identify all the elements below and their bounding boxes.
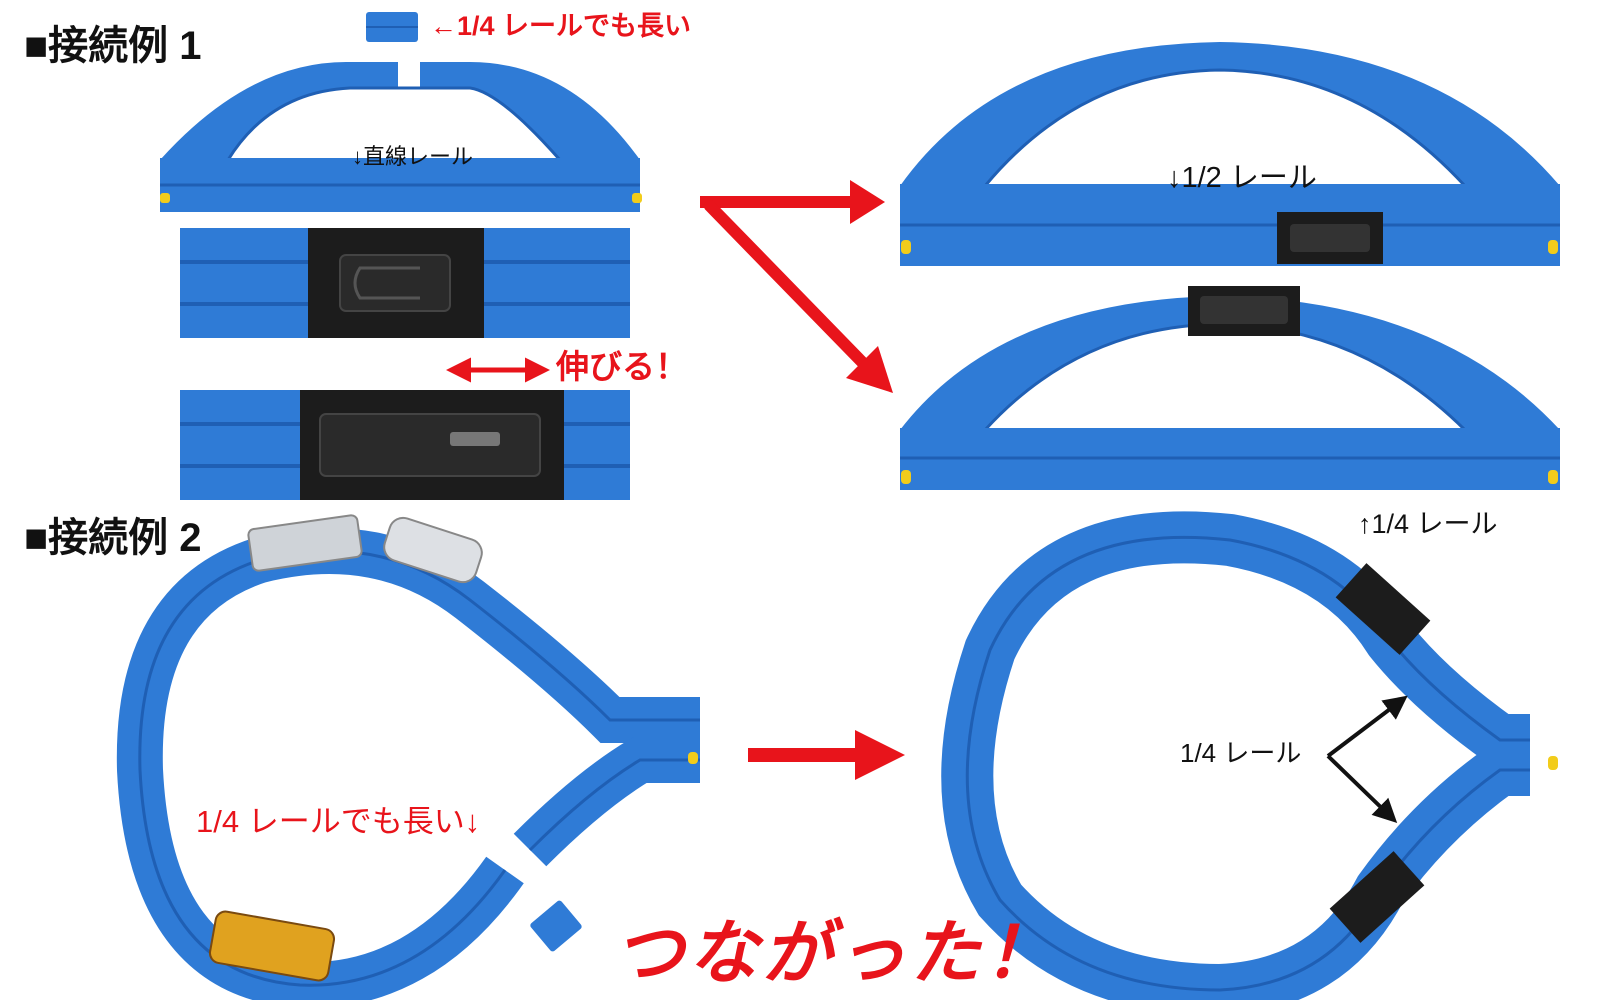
- red-arrow-down-right-icon: [704, 200, 893, 393]
- rail-loop-left: [116, 528, 700, 1000]
- label-quarter-longer-top: ←1/4 レールでも長い: [430, 11, 692, 41]
- red-arrow-right-icon: [748, 730, 905, 780]
- rail-loop-result: [941, 511, 1558, 1000]
- rail-arch-result-2: [900, 286, 1560, 490]
- heading-example-1: ■接続例 1: [24, 24, 202, 68]
- connector-closeup-1: [180, 228, 630, 338]
- label-quarter-rail: 1/4 レール: [1180, 738, 1302, 768]
- heading-example-2: ■接続例 2: [24, 516, 202, 560]
- quarter-rail-piece-top: [366, 12, 418, 42]
- label-extends: 伸びる！: [556, 348, 688, 385]
- label-quarter-rail-up: ↑1/4 レール: [1358, 509, 1498, 539]
- quarter-rail-piece-bottom: [530, 900, 582, 952]
- label-connected: つながった！: [614, 914, 1058, 992]
- train-bottom: [208, 910, 336, 982]
- label-quarter-longer-bottom: 1/4 レールでも長い↓: [196, 804, 481, 839]
- train-top: [247, 514, 483, 584]
- label-straight-rail: ↓直線レール: [352, 144, 474, 169]
- black-arrow-down-right-icon: [1326, 754, 1398, 824]
- connector-closeup-2: [180, 390, 630, 500]
- label-half-rail: ↓1/2 レール: [1167, 162, 1317, 194]
- rail-arch-left: [160, 61, 642, 212]
- red-arrow-up-right-icon: [700, 180, 885, 224]
- black-arrow-up-right-icon: [1326, 695, 1408, 758]
- rail-arch-result-1: [900, 42, 1560, 266]
